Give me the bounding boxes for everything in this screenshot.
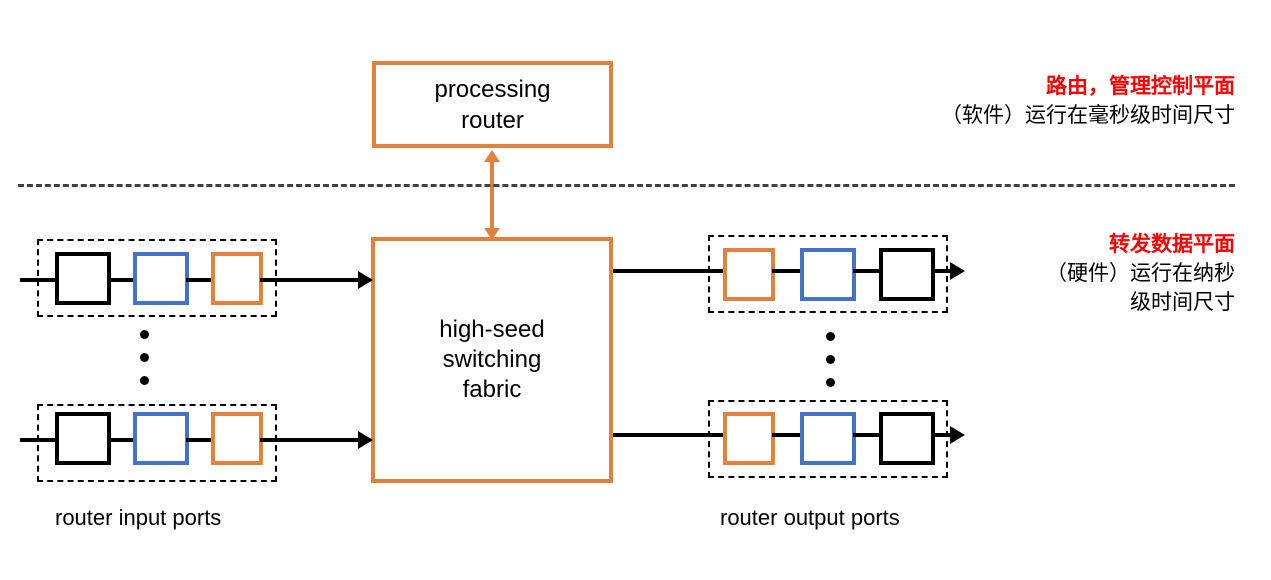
input-ports-caption: router input ports: [55, 505, 222, 530]
ellipsis-dot: [140, 330, 149, 339]
ellipsis-dot: [140, 376, 149, 385]
processing-router-box: processing router: [372, 61, 613, 148]
output-bottom-exit-arrow: [950, 426, 965, 444]
ellipsis-dot: [826, 332, 835, 341]
ellipsis-dot: [826, 378, 835, 387]
output-bottom-port-blue: [800, 412, 856, 465]
output-top-link-2: [853, 269, 883, 273]
input-top-to-fabric-line: [260, 278, 360, 282]
output-ports-caption: router output ports: [720, 505, 900, 530]
processing-router-label: processing router: [434, 75, 551, 134]
input-top-link-2: [186, 278, 216, 282]
input-top-port-black: [55, 252, 111, 305]
output-ports-ellipsis: [826, 332, 835, 387]
input-bottom-port-black: [55, 412, 111, 465]
input-bottom-port-blue: [133, 412, 189, 465]
output-top-exit-line: [932, 269, 956, 273]
output-top-port-black: [879, 248, 935, 301]
output-top-port-blue: [800, 248, 856, 301]
control-arrow-head-up: [484, 150, 500, 162]
output-bottom-link-2: [853, 433, 883, 437]
input-bottom-incoming-line: [20, 438, 58, 442]
data-plane-annotation: 转发数据平面 （硬件）运行在纳秒 级时间尺寸: [815, 230, 1235, 317]
switching-fabric-label: high-seed switching fabric: [439, 316, 545, 403]
input-top-to-fabric-arrow: [358, 271, 373, 289]
input-port-group-bottom: [37, 404, 277, 482]
output-bottom-link-1: [772, 433, 804, 437]
output-top-link-1: [772, 269, 804, 273]
output-port-group-bottom: [708, 400, 948, 478]
fabric-to-output-bottom-line: [613, 433, 728, 437]
input-top-port-blue: [133, 252, 189, 305]
output-bottom-port-orange: [723, 412, 775, 465]
output-port-group-top: [708, 235, 948, 313]
control-plane-annotation: 路由，管理控制平面 （软件）运行在毫秒级时间尺寸: [815, 72, 1235, 130]
plane-divider-line: [18, 184, 1235, 187]
data-plane-detail-line2: 级时间尺寸: [1130, 291, 1235, 314]
output-bottom-port-black: [879, 412, 935, 465]
switching-fabric-box: high-seed switching fabric: [371, 237, 613, 483]
input-bottom-to-fabric-arrow: [358, 431, 373, 449]
control-arrow-shaft: [490, 158, 494, 230]
input-bottom-link-1: [108, 438, 138, 442]
input-top-link-1: [108, 278, 138, 282]
control-plane-detail: （软件）运行在毫秒级时间尺寸: [941, 104, 1235, 127]
ellipsis-dot: [826, 355, 835, 364]
output-top-port-orange: [723, 248, 775, 301]
input-bottom-link-2: [186, 438, 216, 442]
output-top-exit-arrow: [950, 262, 965, 280]
control-plane-headline: 路由，管理控制平面: [1046, 75, 1235, 98]
input-top-incoming-line: [20, 278, 58, 282]
data-plane-headline: 转发数据平面: [1109, 233, 1235, 256]
data-plane-detail-line1: （硬件）运行在纳秒: [1046, 262, 1235, 285]
input-ports-ellipsis: [140, 330, 149, 385]
input-bottom-to-fabric-line: [260, 438, 360, 442]
output-bottom-exit-line: [932, 433, 956, 437]
input-top-port-orange: [211, 252, 263, 305]
ellipsis-dot: [140, 353, 149, 362]
input-bottom-port-orange: [211, 412, 263, 465]
fabric-to-output-top-line: [613, 269, 728, 273]
